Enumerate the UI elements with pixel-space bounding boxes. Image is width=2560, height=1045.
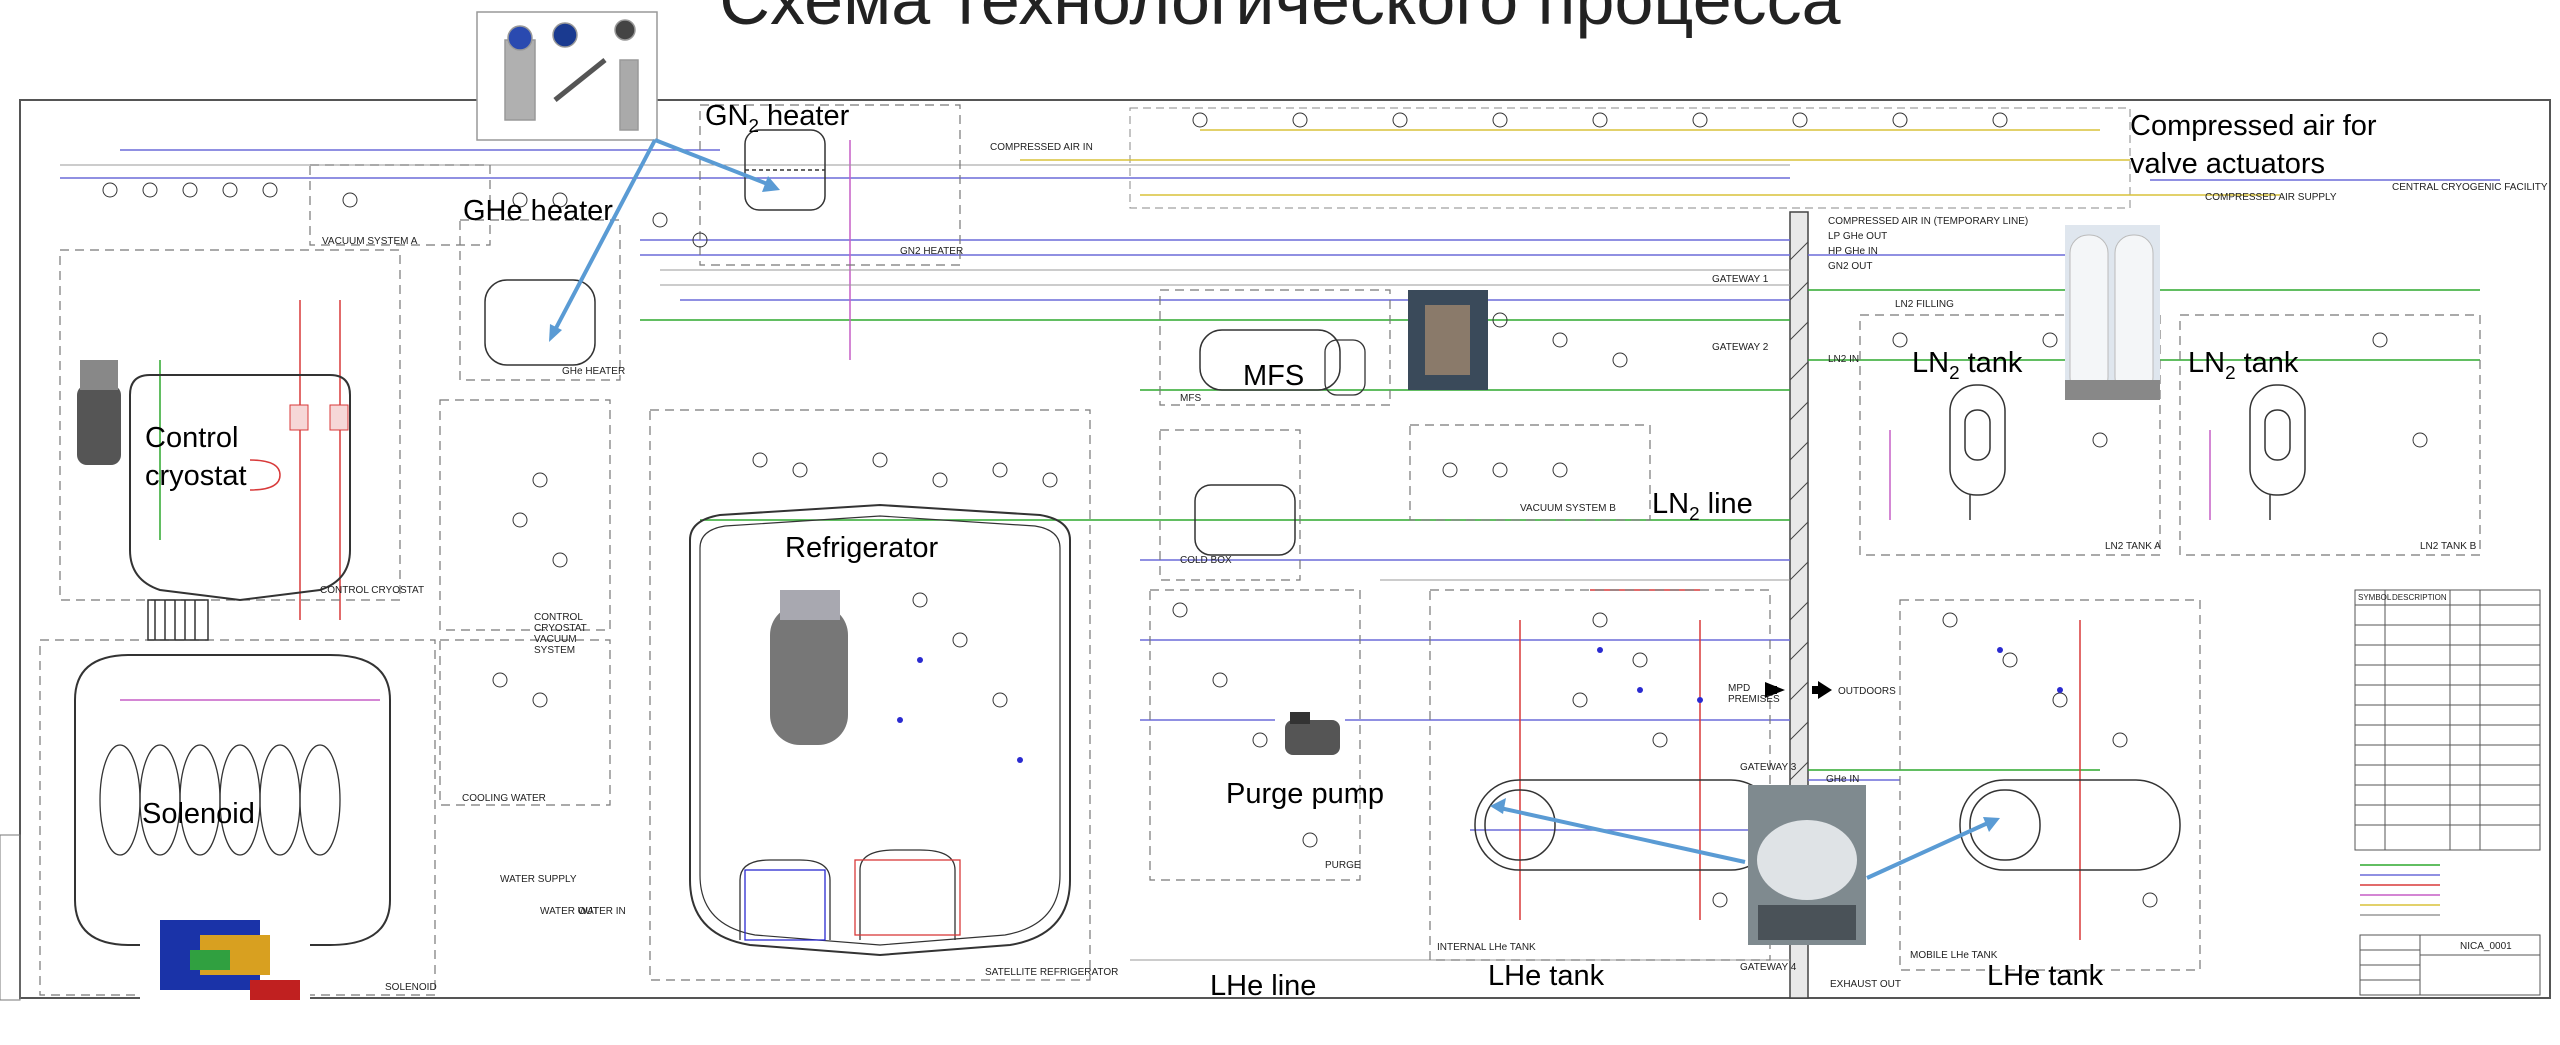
refrigerator-vessel [689, 503, 1071, 957]
mpd-premises-tag: MPD PREMISES [1728, 683, 1780, 705]
control-cryostat-tag: CONTROL CRYOSTAT [320, 585, 425, 596]
gateway-4-tag: GATEWAY 4 [1740, 962, 1797, 973]
solenoid-tag: SOLENOID [385, 982, 437, 993]
ln2-tank-b-box [2179, 314, 2481, 556]
ln2-tank-a-tag: LN2 TANK A [2105, 541, 2161, 552]
control-cryostat-photo [72, 355, 126, 465]
cooling-water-tag: COOLING WATER [462, 793, 546, 804]
purge-pump-photo [1275, 705, 1345, 765]
internal-lhe-tank-tag: INTERNAL LHe TANK [1437, 942, 1536, 953]
compressed-air-area [1129, 107, 2131, 209]
control-cryostat-vacuum-box [439, 399, 611, 631]
central-cryogenic-facility-tag: CENTRAL CRYOGENIC FACILITY [2392, 182, 2548, 193]
vacuum-system-b-box [1409, 424, 1651, 521]
water-supply-tag: WATER SUPPLY [500, 874, 577, 885]
diagram-frame [19, 99, 2551, 999]
ghe-heater-box [459, 219, 621, 381]
lhe-tank-mobile-label: LHe tank [1987, 960, 2104, 992]
solenoid-vessel [74, 654, 391, 946]
lhe-line-label: LHe line [1210, 970, 1317, 1002]
gateway-1-tag: GATEWAY 1 [1712, 274, 1769, 285]
exhaust-out-tag: EXHAUST OUT [1830, 979, 1901, 990]
cold-box [1159, 429, 1301, 581]
mobile-tank-photo [1748, 785, 1866, 945]
ln2-tanks-photo [2065, 225, 2160, 400]
outdoors-tag: OUTDOORS [1838, 686, 1896, 697]
drawing-number: NICA_0001 [2460, 941, 2512, 952]
compressed-air-supply-tag: COMPRESSED AIR SUPPLY [2205, 192, 2337, 203]
ln2-tank-b-label: LN2 tank [2188, 347, 2299, 383]
mfs-photo [1408, 290, 1488, 390]
page-title: Схема технологического процесса [719, 0, 1841, 39]
symbol-legend [2354, 589, 2541, 851]
gn2-heater-tag: GN2 HEATER [900, 246, 964, 257]
equipment-photo-heaters [476, 11, 658, 141]
control-cryostat-vessel [129, 374, 351, 602]
ln2-tank-b-tag: LN2 TANK B [2420, 541, 2477, 552]
compressed-air-label-line2: valve actuators [2130, 148, 2326, 180]
gateway-2-tag: GATEWAY 2 [1712, 342, 1769, 353]
ln2-tank-a-box [1859, 314, 2161, 556]
control-cryostat-label-line1: Control [145, 422, 239, 454]
mfs-tag: MFS [1180, 393, 1202, 404]
mobile-lhe-tank-box [1899, 599, 2201, 971]
gateway-3-tag: GATEWAY 3 [1740, 762, 1797, 773]
mfs-box [1159, 289, 1391, 406]
ghe-in-tag: GHe IN [1826, 774, 1860, 785]
vacuum-system-b-tag: VACUUM SYSTEM B [1520, 503, 1616, 514]
ghe-heater-label: GHe heater [463, 195, 613, 227]
water-out-tag: WATER OUT [540, 906, 599, 917]
refrigerator-photo [765, 585, 855, 750]
mpd-detector-photo [140, 893, 310, 1038]
vacuum-system-a-box [309, 164, 491, 246]
compressed-air-label-line1: Compressed air for [2130, 110, 2377, 142]
control-cryostat-label-line2: cryostat [145, 460, 247, 492]
purge-tag: PURGE [1325, 860, 1361, 871]
compressed-air-in-tag: COMPRESSED AIR IN [990, 142, 1093, 153]
ln2-tank-a-label: LN2 tank [1912, 347, 2023, 383]
hp-ghe-in-tag: HP GHe IN [1828, 246, 1878, 257]
gn2-heater-label: GN2 heater [705, 100, 850, 136]
title-block [2359, 934, 2541, 996]
purge-pump-label: Purge pump [1226, 778, 1384, 810]
mobile-lhe-tank-tag: MOBILE LHe TANK [1910, 950, 1998, 961]
control-cryostat-vacuum-tag: CONTROL CRYOSTAT VACUUM SYSTEM [534, 612, 587, 656]
satellite-refrigerator-tag: SATELLITE REFRIGERATOR [985, 967, 1119, 978]
mfs-label: MFS [1243, 360, 1305, 392]
refrigerator-label: Refrigerator [785, 532, 939, 564]
solenoid-label: Solenoid [142, 798, 255, 830]
ln-filling-tag: LN2 FILLING [1895, 299, 1954, 310]
control-cryostat-box [59, 249, 401, 601]
ln-in-tag: LN2 IN [1828, 354, 1860, 365]
satellite-refrigerator-box [649, 409, 1091, 981]
compressed-air-temporary-tag: COMPRESSED AIR IN (TEMPORARY LINE) [1828, 216, 2029, 227]
purge-box [1149, 589, 1361, 881]
lp-ghe-out-tag: LP GHe OUT [1828, 231, 1888, 242]
legend-header-symbol: SYMBOL [2358, 593, 2392, 602]
gn-out-tag: GN2 OUT [1828, 261, 1873, 272]
cold-box-tag: COLD BOX [1180, 555, 1232, 566]
ln2-line-label: LN2 line [1652, 488, 1753, 524]
lhe-tank-internal-label: LHe tank [1488, 960, 1605, 992]
internal-lhe-tank-box [1429, 589, 1771, 961]
cooling-water-box [439, 639, 611, 806]
water-in-tag: WATER IN [578, 906, 626, 917]
ghe-heater-tag: GHe HEATER [562, 366, 626, 377]
vacuum-system-a-tag: VACUUM SYSTEM A [322, 236, 418, 247]
legend-header-description: DESCRIPTION [2392, 593, 2447, 602]
